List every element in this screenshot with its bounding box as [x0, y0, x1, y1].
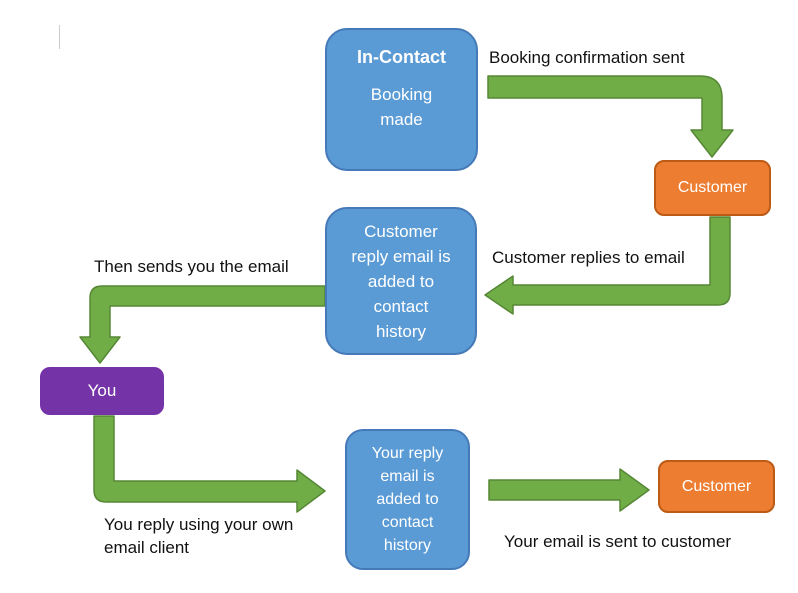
node-in-contact: In-Contact Booking made [325, 28, 478, 171]
node-customer-top-label: Customer [677, 179, 748, 196]
node-in-contact-title: In-Contact [357, 47, 446, 67]
node-customer-reply-added: Customer reply email is added to contact… [325, 207, 477, 355]
node-your-reply-added: Your reply email is added to contact his… [345, 429, 470, 570]
label-you-reply-using-own-client: You reply using your own email client [104, 515, 294, 557]
node-you-label: You [87, 381, 117, 400]
label-then-sends-you-the-email: Then sends you the email [94, 257, 289, 276]
node-your-reply-added-label: Your reply email is added to contact his… [371, 445, 444, 554]
node-you: You [40, 367, 164, 415]
node-customer-bottom-label: Customer [681, 477, 752, 495]
arrow-you-reply [93, 415, 326, 513]
node-customer-reply-added-label: Customer reply email is added to contact… [351, 221, 451, 341]
stray-cursor-mark [59, 25, 60, 49]
node-customer-top: Customer [654, 160, 771, 216]
arrow-email-sent-to-customer [488, 468, 650, 512]
arrow-then-sends-email [79, 285, 326, 364]
label-your-email-sent-to-customer: Your email is sent to customer [504, 532, 732, 551]
label-customer-replies-to-email: Customer replies to email [492, 248, 685, 267]
node-customer-bottom: Customer [658, 460, 775, 513]
arrow-customer-replies [484, 216, 731, 315]
label-booking-confirmation-sent: Booking confirmation sent [489, 48, 685, 67]
arrow-booking-confirmation-sent [487, 75, 734, 158]
node-in-contact-body: Booking made [370, 85, 433, 129]
